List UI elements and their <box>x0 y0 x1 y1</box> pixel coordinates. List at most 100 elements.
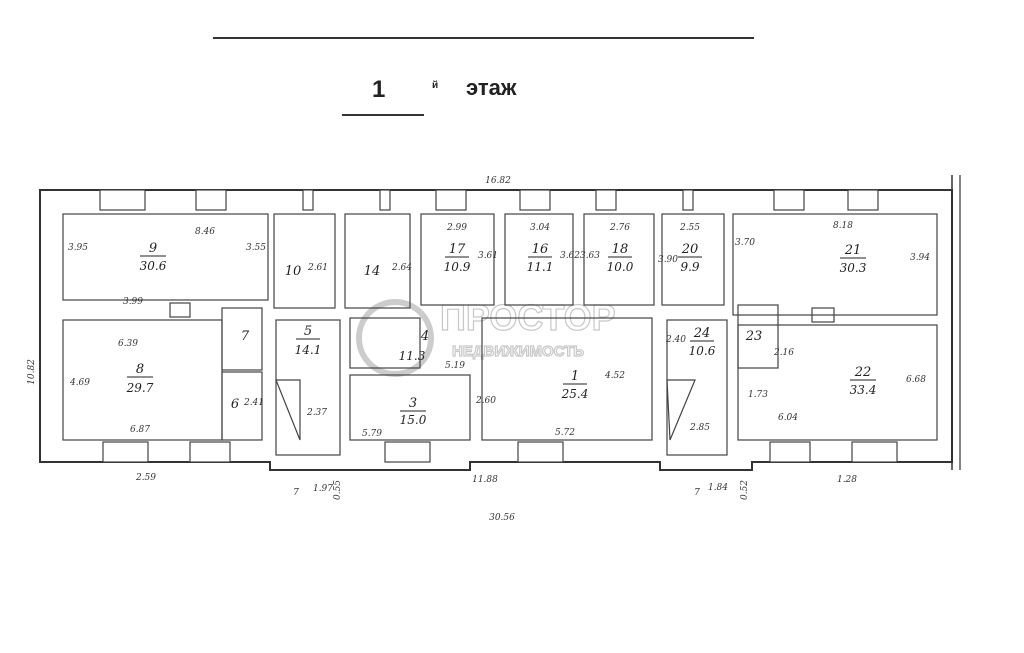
svg-text:0.55: 0.55 <box>333 480 343 500</box>
room-23: 232.16 <box>745 329 795 358</box>
svg-text:3.70: 3.70 <box>735 238 755 248</box>
svg-text:2.64: 2.64 <box>391 263 412 273</box>
room-1: 1 25.4 5.72 4.52 <box>555 369 625 438</box>
svg-text:2.76: 2.76 <box>609 223 630 233</box>
svg-text:3.04: 3.04 <box>530 223 550 233</box>
svg-text:8.46: 8.46 <box>195 227 215 237</box>
room-7: 7 <box>241 329 250 344</box>
svg-text:30.3: 30.3 <box>840 261 867 275</box>
svg-text:2.37: 2.37 <box>306 408 327 418</box>
svg-text:10.9: 10.9 <box>444 260 471 274</box>
svg-text:5.72: 5.72 <box>555 428 575 438</box>
svg-text:6.39: 6.39 <box>118 339 138 349</box>
svg-text:16: 16 <box>532 242 549 257</box>
svg-text:6.68: 6.68 <box>906 375 926 385</box>
svg-text:3.94: 3.94 <box>910 253 930 263</box>
floor-word: этаж <box>466 75 517 100</box>
svg-text:2.40: 2.40 <box>665 335 686 345</box>
svg-text:2.55: 2.55 <box>679 223 700 233</box>
room-17: 17 10.9 2.99 3.61 <box>444 223 498 274</box>
svg-text:3.90: 3.90 <box>658 255 678 265</box>
watermark-line2: НЕДВИЖИМОСТЬ <box>452 343 584 360</box>
outer-dimensions: 16.82 10.82 2.59 1.97 0.55 11.88 1.84 0.… <box>27 176 857 523</box>
svg-text:8: 8 <box>136 362 144 377</box>
room-3: 3 15.0 5.79 2.60 <box>362 396 496 439</box>
room-4: 4 11.3 5.19 <box>399 329 466 371</box>
svg-text:14: 14 <box>364 264 381 279</box>
room-18: 18 10.0 2.76 3.63 <box>580 223 634 274</box>
svg-text:2.85: 2.85 <box>689 423 710 433</box>
svg-text:2.16: 2.16 <box>773 348 794 358</box>
svg-text:4.52: 4.52 <box>604 371 625 381</box>
svg-text:5.19: 5.19 <box>445 361 465 371</box>
svg-text:8.18: 8.18 <box>833 221 853 231</box>
svg-text:3.62: 3.62 <box>560 251 580 261</box>
room-21: 21 30.3 8.18 3.70 3.94 <box>735 221 930 275</box>
svg-text:1: 1 <box>571 369 579 384</box>
room-24: 24 10.6 2.40 2.85 <box>665 326 716 433</box>
svg-text:9.9: 9.9 <box>680 260 699 274</box>
svg-text:3.99: 3.99 <box>123 297 143 307</box>
dim-left: 10.82 <box>27 359 37 385</box>
svg-text:2.60: 2.60 <box>475 396 496 406</box>
svg-text:5.79: 5.79 <box>362 429 382 439</box>
entrance-mark-right: 7 <box>694 488 700 498</box>
svg-text:6.87: 6.87 <box>130 425 150 435</box>
svg-text:7: 7 <box>241 329 250 344</box>
svg-text:6.04: 6.04 <box>778 413 798 423</box>
svg-text:3.63: 3.63 <box>580 251 600 261</box>
svg-text:33.4: 33.4 <box>850 383 877 397</box>
svg-text:2.59: 2.59 <box>135 473 156 483</box>
svg-text:11.88: 11.88 <box>472 475 498 485</box>
watermark-logo-icon <box>356 299 434 377</box>
svg-text:24: 24 <box>693 326 711 341</box>
svg-text:14.1: 14.1 <box>295 343 322 357</box>
svg-text:4.69: 4.69 <box>69 378 90 388</box>
svg-text:11.3: 11.3 <box>399 349 426 363</box>
dim-top: 16.82 <box>485 176 511 186</box>
svg-text:3.61: 3.61 <box>478 251 498 261</box>
svg-text:4: 4 <box>420 329 429 344</box>
room-8: 8 29.7 6.39 4.69 6.87 <box>69 339 154 435</box>
svg-text:1.97: 1.97 <box>313 484 333 494</box>
svg-text:15.0: 15.0 <box>400 413 427 427</box>
svg-text:1.84: 1.84 <box>708 483 728 493</box>
room-walls <box>62 213 938 456</box>
svg-text:6: 6 <box>231 397 239 412</box>
svg-text:25.4: 25.4 <box>561 387 589 401</box>
svg-text:3.55: 3.55 <box>246 243 266 253</box>
svg-text:2.99: 2.99 <box>446 223 467 233</box>
svg-text:10.6: 10.6 <box>689 344 716 358</box>
room-5: 5 14.1 2.37 <box>295 324 328 418</box>
svg-text:23: 23 <box>745 329 763 344</box>
svg-text:9: 9 <box>149 241 157 256</box>
svg-text:11.1: 11.1 <box>527 260 554 274</box>
svg-text:30.6: 30.6 <box>140 259 167 273</box>
svg-text:18: 18 <box>612 242 629 257</box>
svg-text:17: 17 <box>449 242 466 257</box>
svg-text:1.73: 1.73 <box>748 390 768 400</box>
dim-total: 30.56 <box>489 513 515 523</box>
room-22: 22 33.4 1.73 6.04 6.68 <box>748 365 926 423</box>
svg-text:10.0: 10.0 <box>607 260 634 274</box>
svg-text:20: 20 <box>681 242 699 257</box>
room-16: 16 11.1 3.04 3.62 <box>527 223 581 274</box>
room-20: 20 9.9 2.55 3.90 <box>658 223 702 274</box>
floor-superscript: й <box>432 80 438 91</box>
svg-text:21: 21 <box>844 243 862 258</box>
entrance-mark-left: 7 <box>293 488 299 498</box>
floor-number: 1 <box>372 76 385 103</box>
outer-walls <box>39 175 961 471</box>
svg-text:0.52: 0.52 <box>740 480 750 500</box>
svg-text:10: 10 <box>285 264 302 279</box>
svg-text:1.28: 1.28 <box>837 475 857 485</box>
svg-text:22: 22 <box>854 365 872 380</box>
svg-text:3: 3 <box>409 396 417 411</box>
svg-text:5: 5 <box>304 324 312 339</box>
svg-text:29.7: 29.7 <box>126 381 154 395</box>
